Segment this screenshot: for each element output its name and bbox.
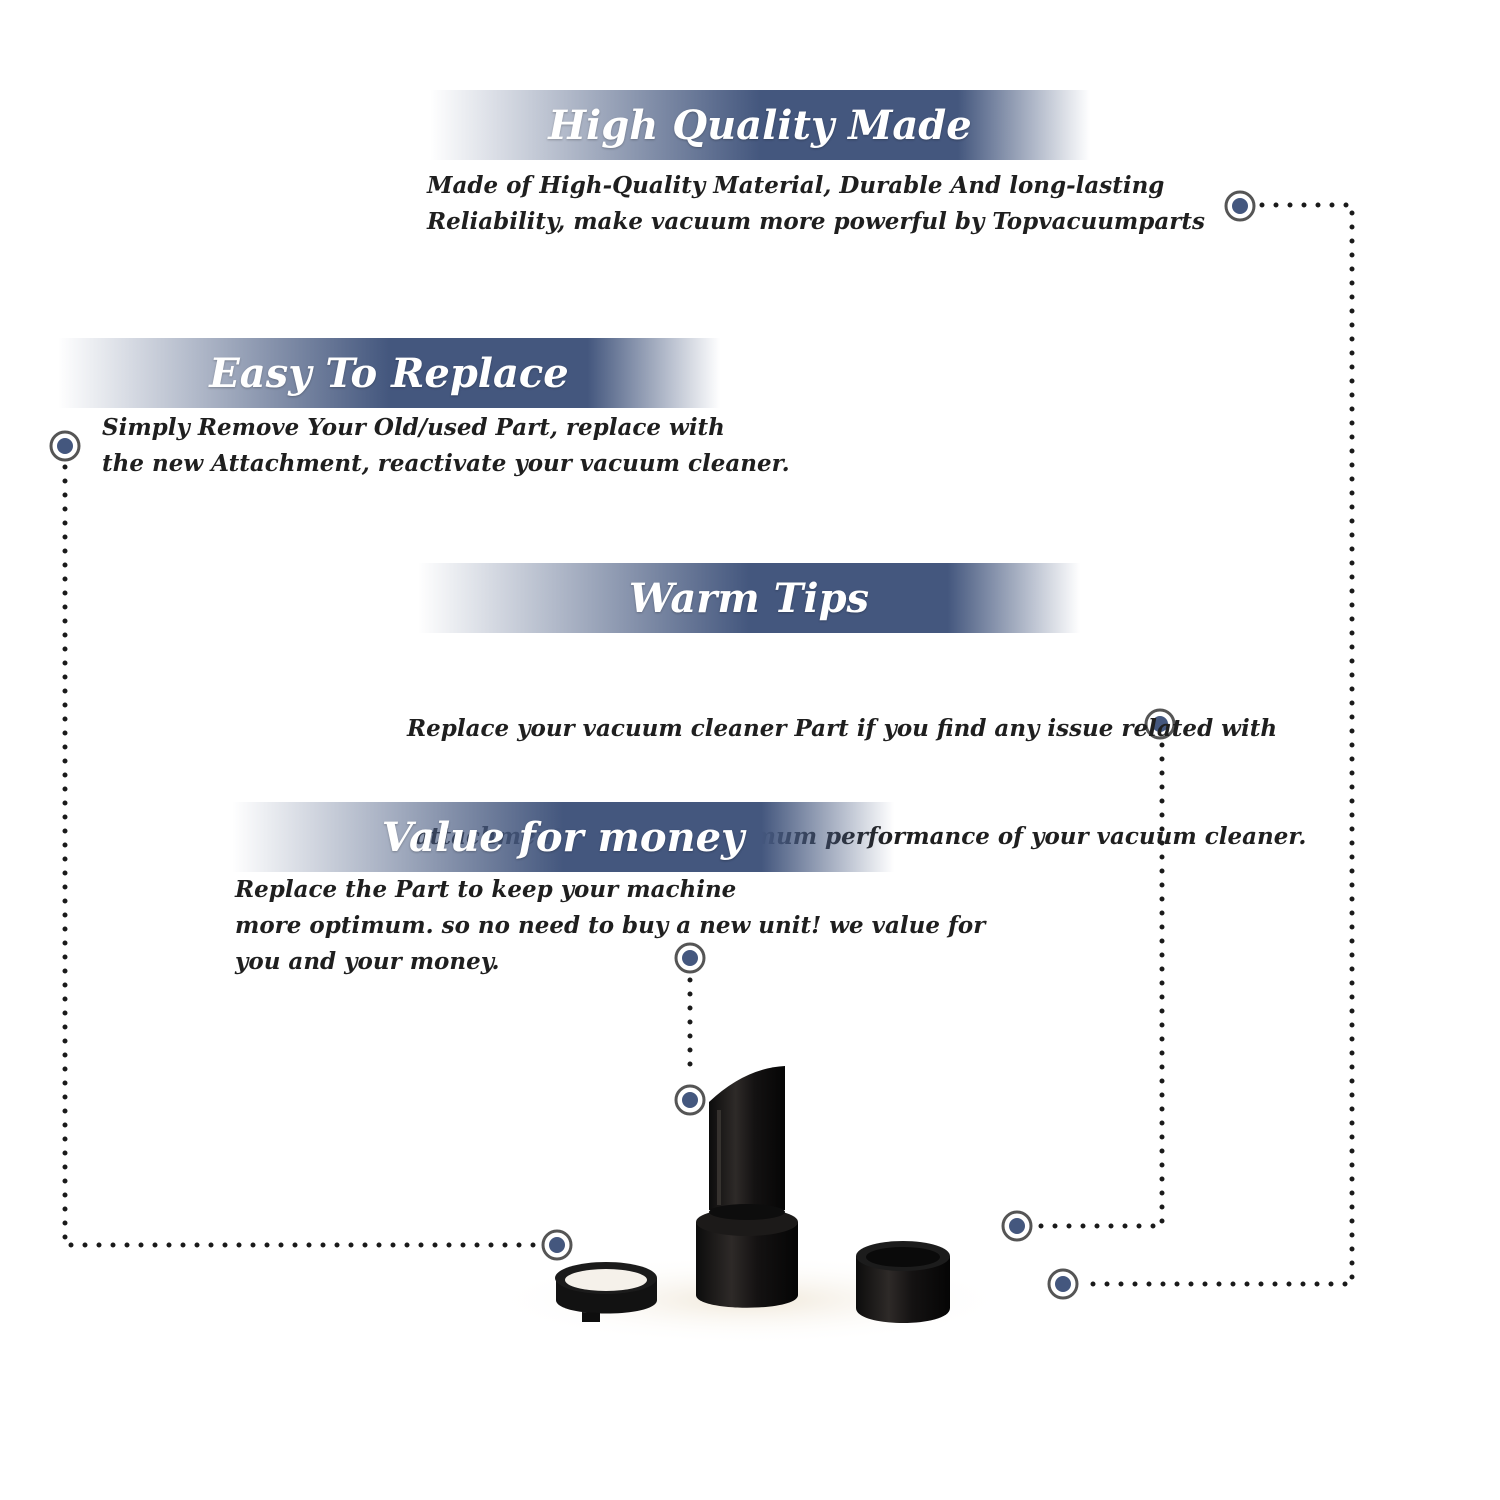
marker-dot-icon-3 [1144, 708, 1176, 740]
product-image [490, 1066, 1010, 1345]
section-banner-warm-tips: Warm Tips [418, 563, 1080, 633]
connector-line-high-quality [1079, 202, 1355, 1287]
cap-adapter-part [856, 1241, 950, 1323]
section-title: Value for money [381, 813, 745, 861]
section-description: Simply Remove Your Old/used Part, replac… [102, 414, 790, 477]
section-description: Replace the Part to keep your machine mo… [235, 876, 986, 975]
section-title: Easy To Replace [209, 349, 569, 397]
marker-dot-icon-8 [1047, 1268, 1079, 1300]
marker-dot-icon-1 [1224, 190, 1256, 222]
marker-dot-icon-6 [1001, 1210, 1033, 1242]
section-title: High Quality Made [548, 101, 972, 149]
marker-dot-icon-5 [674, 1084, 706, 1116]
marker-dot-icon-2 [49, 430, 81, 462]
connector-line-easy-replace [62, 464, 541, 1248]
section-banner-high-quality: High Quality Made [430, 90, 1090, 160]
section-description: Made of High-Quality Material, Durable A… [427, 172, 1205, 235]
marker-dot-icon-7 [541, 1229, 573, 1261]
section-banner-value: Value for money [232, 802, 894, 872]
ring-adapter-part [555, 1262, 657, 1322]
section-title: Warm Tips [628, 574, 870, 622]
nozzle-attachment-part [696, 1066, 798, 1308]
marker-dot-icon-4 [674, 942, 706, 974]
section-banner-easy-replace: Easy To Replace [58, 338, 720, 408]
